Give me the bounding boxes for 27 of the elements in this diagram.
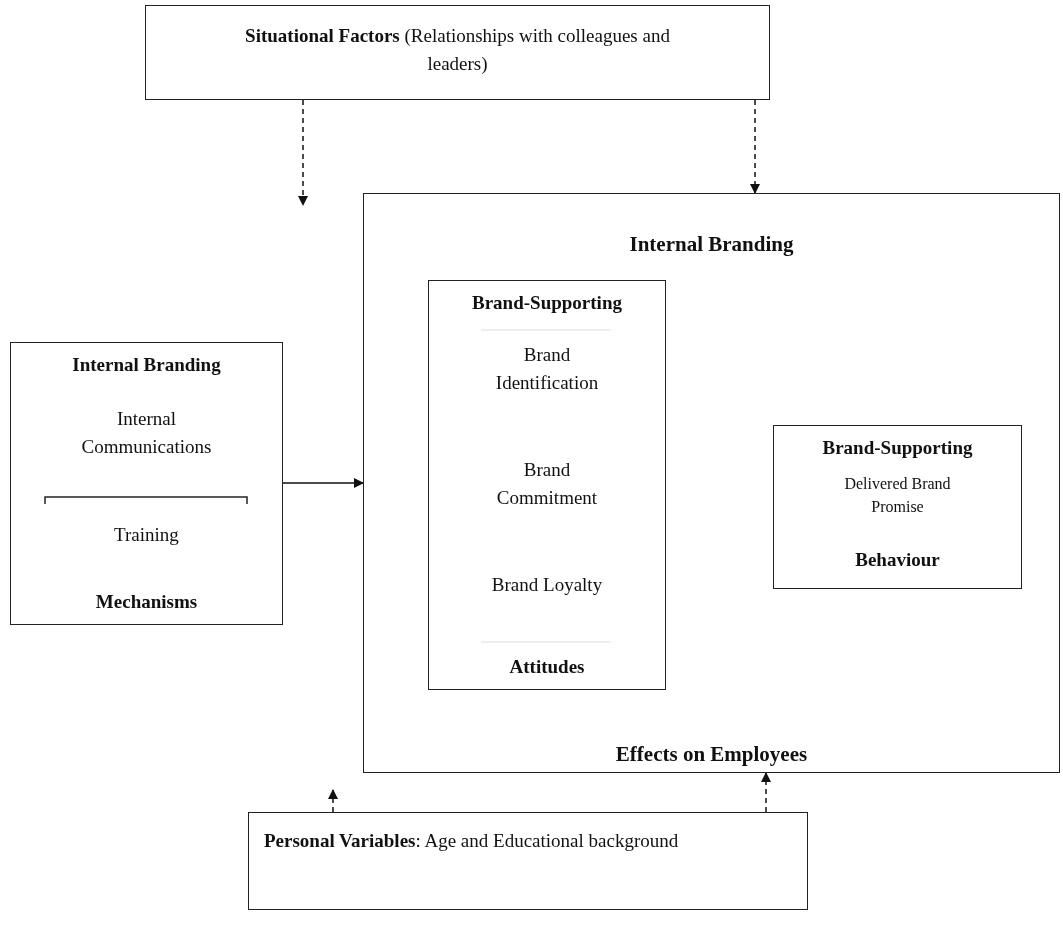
note-text: Personal Variables: Age and Educational background: [264, 829, 680, 853]
variable-box: [248, 812, 808, 910]
heading-text: Mechanisms: [94, 590, 199, 614]
heading-text: Brand-Supporting: [471, 291, 623, 315]
dashed-arrow: [750, 99, 760, 194]
heading-text: Brand-Supporting: [821, 436, 974, 460]
mechanism-box: [10, 342, 283, 625]
heading-text: Internal Branding: [628, 231, 795, 258]
heading-text: Attitudes: [508, 655, 586, 679]
attitude-box: [428, 280, 666, 690]
heading-text: Behaviour: [854, 548, 941, 572]
effects-panel: [363, 193, 1060, 773]
item-text: Brand Loyalty: [490, 573, 604, 597]
item-text: Brand Commitment: [495, 458, 599, 510]
dashed-arrow: [328, 789, 338, 813]
item-text: Brand Identification: [494, 343, 600, 395]
item-text: Internal Communications: [80, 407, 213, 459]
behaviour-box: [773, 425, 1022, 589]
note-text: Situational Factors (Relationships with colleagues and leaders): [244, 24, 671, 76]
heading-text: Effects on Employees: [614, 741, 809, 768]
item-text: Training: [113, 523, 180, 547]
dashed-arrow: [298, 99, 308, 206]
arrow: [282, 478, 364, 488]
dashed-arrow: [761, 772, 771, 813]
item-text: Delivered Brand Promise: [843, 474, 952, 518]
heading-text: Internal Branding: [71, 353, 222, 377]
factor-box: [145, 5, 770, 100]
